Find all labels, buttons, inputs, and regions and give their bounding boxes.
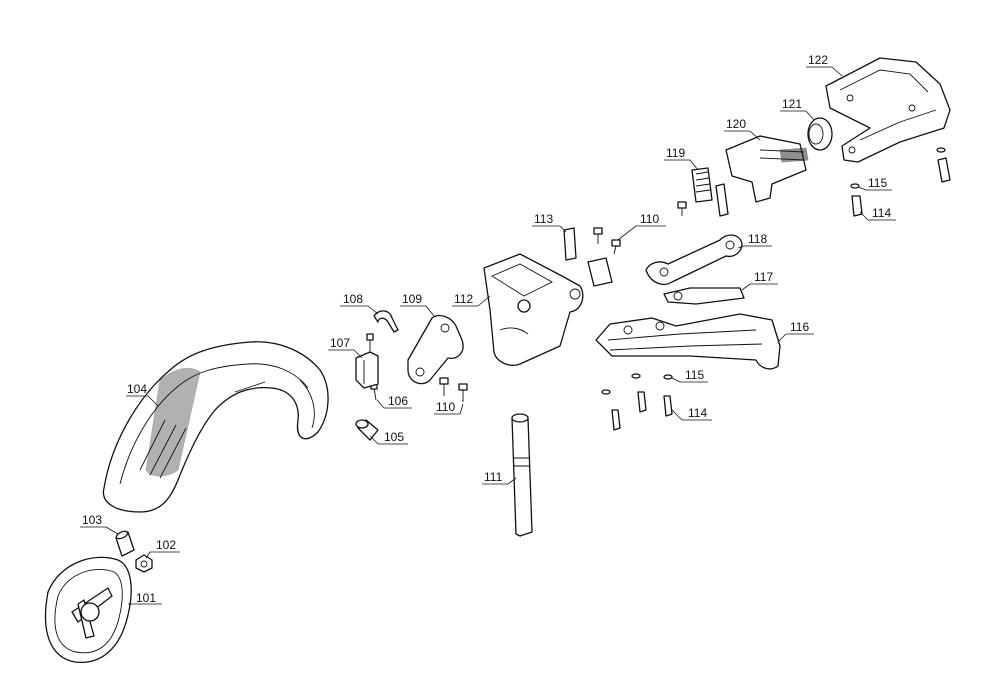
svg-text:116: 116 [790,320,809,334]
part-110-bolts [439,201,687,402]
svg-text:117: 117 [754,270,773,284]
label-111: 111 [482,470,517,485]
part-105-sleeve [355,419,379,441]
part-119-pad [691,167,729,217]
label-110-upper: 110 [617,212,666,241]
part-115-washers [601,147,946,395]
svg-text:103: 103 [82,513,102,527]
part-101-end-cap [44,556,132,664]
svg-text:113: 113 [534,212,553,226]
part-111-shaft [511,413,533,537]
svg-text:109: 109 [402,292,422,306]
svg-text:104: 104 [127,382,147,396]
part-102-nut [135,554,153,573]
label-102: 102 [145,538,180,559]
svg-text:115: 115 [868,176,887,190]
part-107-clip [355,351,379,389]
label-106-upper: 108 [340,292,379,315]
part-117-link [663,287,745,305]
label-118: 118 [737,232,772,249]
part-116-arm [595,313,781,370]
part-120-jaw [725,135,809,203]
label-109: 109 [400,292,435,317]
label-116: 116 [777,320,814,343]
svg-text:110: 110 [640,212,659,226]
label-120: 120 [724,117,761,141]
label-101: 101 [128,591,162,605]
part-109-bracket [407,314,464,385]
svg-text:115: 115 [685,368,704,382]
svg-text:121: 121 [782,97,802,111]
svg-text:118: 118 [748,232,767,246]
label-110-lower: 110 [434,400,464,415]
svg-text:111: 111 [484,470,503,484]
label-114-upper: 114 [859,206,896,221]
part-104-handle [102,341,329,513]
label-113: 113 [532,212,567,233]
part-118-lever [645,234,743,285]
label-112: 112 [452,292,491,307]
svg-text:105: 105 [384,430,404,444]
part-108-spring [373,310,399,333]
label-103: 103 [80,513,119,535]
label-122: 122 [806,53,843,77]
label-121: 121 [780,97,815,121]
part-103-pin [115,530,135,557]
svg-text:112: 112 [454,292,473,306]
svg-text:122: 122 [808,53,828,67]
svg-text:120: 120 [726,117,746,131]
label-105: 105 [369,430,408,445]
part-114-pins [611,157,951,431]
svg-text:114: 114 [688,406,707,420]
label-107: 107 [328,336,363,359]
part-block [587,257,613,287]
svg-text:106: 106 [388,394,408,408]
label-117: 117 [741,270,778,291]
svg-text:107: 107 [330,336,350,350]
svg-text:119: 119 [666,146,685,160]
part-112-housing [483,253,584,366]
label-114-lower: 114 [671,406,712,421]
svg-text:101: 101 [136,591,156,605]
label-119: 119 [664,146,699,171]
part-113-key [563,227,577,261]
label-115-lower: 115 [671,368,708,383]
part-122-head [825,57,951,163]
label-106-lower: 106 [376,394,412,409]
svg-text:108: 108 [343,292,363,306]
part-121-roller [807,117,833,151]
svg-text:114: 114 [872,206,891,220]
svg-text:110: 110 [436,400,455,414]
label-104: 104 [126,382,159,407]
svg-text:102: 102 [156,538,176,552]
label-115-upper: 115 [857,176,892,191]
